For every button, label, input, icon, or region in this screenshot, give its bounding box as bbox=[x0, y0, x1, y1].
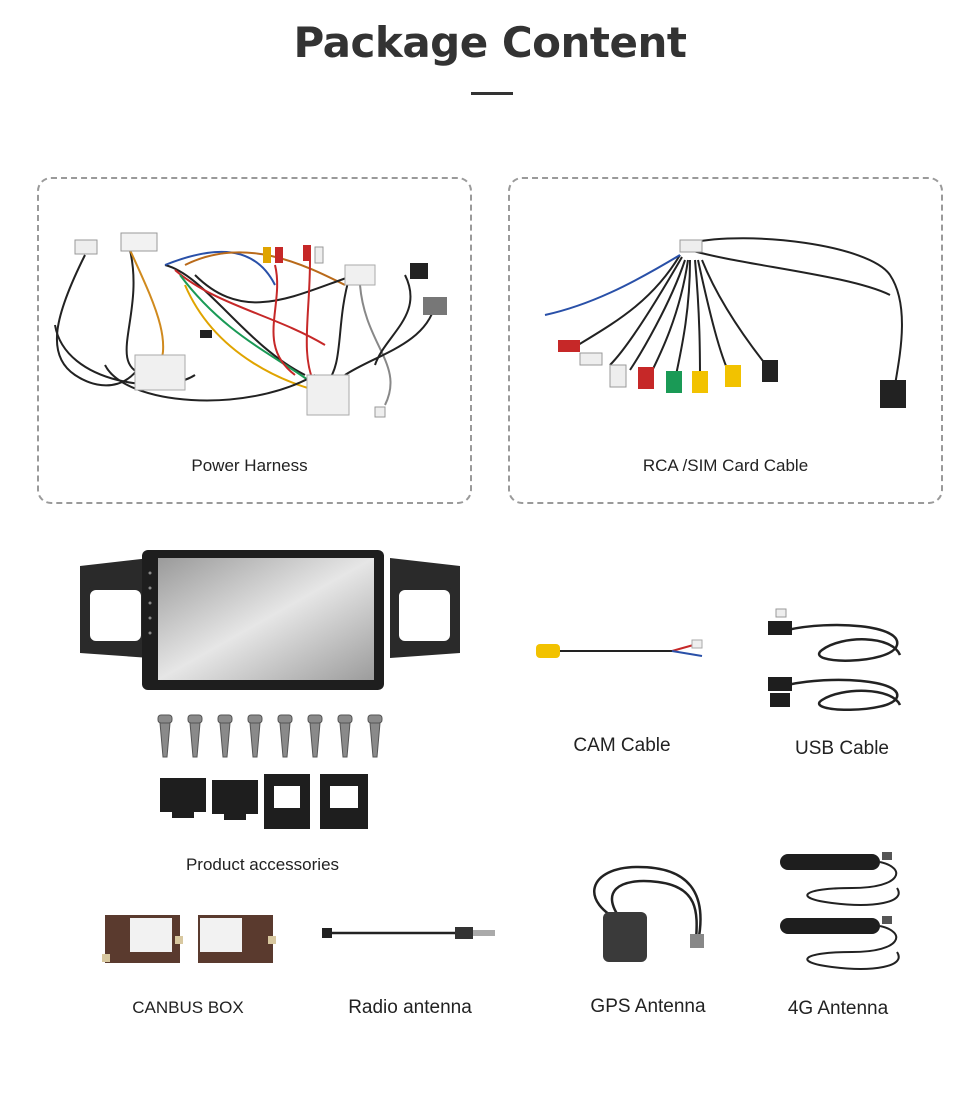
gps-antenna-label: GPS Antenna bbox=[590, 996, 706, 1017]
head-unit-image bbox=[80, 550, 460, 690]
canbus-box-image bbox=[102, 915, 276, 963]
power-harness-image bbox=[54, 232, 447, 418]
rca-sim-cable-label: RCA /SIM Card Cable bbox=[642, 456, 809, 475]
cam-cable-image bbox=[536, 639, 703, 658]
usb-cable-label: USB Cable bbox=[795, 738, 889, 759]
product-accessories-label: Product accessories bbox=[185, 855, 340, 874]
radio-antenna-label: Radio antenna bbox=[348, 997, 472, 1018]
power-harness-label: Power Harness bbox=[191, 456, 308, 475]
rca-sim-cable-image bbox=[544, 237, 906, 408]
canbus-box-label: CANBUS BOX bbox=[132, 998, 244, 1017]
radio-antenna-image bbox=[322, 927, 495, 939]
power-harness-card bbox=[37, 177, 472, 504]
screws-image bbox=[157, 714, 383, 758]
rca-sim-card bbox=[508, 177, 943, 504]
usb-cable-image bbox=[768, 608, 902, 711]
cam-cable-label: CAM Cable bbox=[573, 735, 671, 756]
antenna-4g-label: 4G Antenna bbox=[787, 998, 889, 1019]
antenna-4g-image bbox=[780, 852, 900, 970]
gps-antenna-image bbox=[593, 865, 704, 962]
brackets-image bbox=[160, 774, 368, 829]
page-title: Package Content bbox=[293, 18, 687, 67]
title-divider bbox=[471, 92, 513, 95]
